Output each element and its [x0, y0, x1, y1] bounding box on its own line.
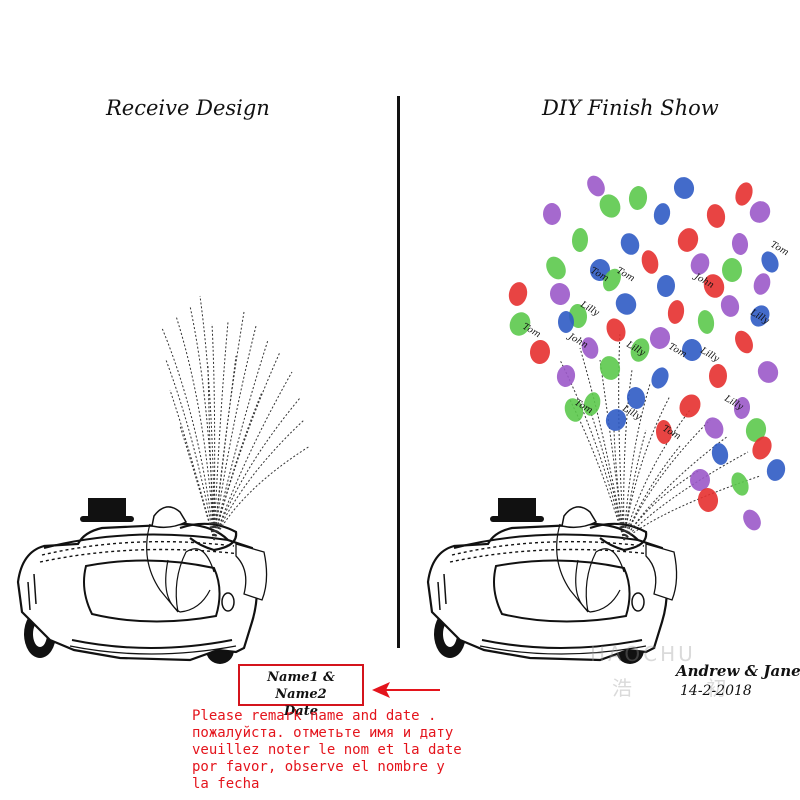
red-arrow: [372, 682, 440, 698]
fingerprint: [697, 310, 715, 334]
fingerprint: [641, 250, 659, 274]
fingerprint: [549, 283, 571, 305]
fingerprint: [703, 274, 725, 298]
fingerprint: [689, 469, 711, 491]
fingerprint: [583, 392, 601, 416]
fingerprint: [630, 338, 650, 362]
name-box-names: Name1 & Name2: [267, 670, 335, 702]
fingerprint: [651, 367, 669, 389]
fingerprint: [558, 311, 574, 333]
fingerprint: [653, 203, 671, 225]
fingerprint: [721, 258, 743, 282]
fingerprint: [603, 268, 621, 292]
fingerprint: [556, 365, 576, 387]
fingerprint: [757, 361, 779, 383]
instruction-line-es-2: la fecha: [192, 776, 260, 792]
fingerprint: [673, 177, 695, 199]
fingerprint: [581, 337, 599, 359]
fingerprint: [731, 233, 749, 255]
fingerprint-name: Lilly: [698, 345, 722, 364]
fingerprint: [564, 398, 584, 422]
fingerprint: [753, 273, 771, 295]
fingerprint: [620, 233, 640, 255]
fingerprint: [508, 282, 528, 306]
fingerprint: [704, 417, 724, 439]
fingerprint: [542, 203, 562, 225]
fingerprint: [655, 420, 673, 444]
fingerprint-name: John: [691, 271, 716, 291]
fingerprint: [587, 175, 605, 197]
name-box-date: Date: [284, 704, 318, 719]
fingerprint: [711, 443, 729, 465]
fingerprint: [679, 394, 701, 418]
fingerprint: [720, 295, 740, 317]
watermark-chinese: 浩 初: [612, 676, 761, 700]
fingerprint: [589, 259, 611, 281]
couple-names: Andrew & Jane: [676, 662, 800, 680]
fingerprint: [546, 256, 566, 280]
instruction-line-fr: veuillez noter le nom et la date: [192, 742, 462, 758]
fingerprint-name: Tom: [521, 322, 543, 340]
fingerprint: [733, 397, 751, 419]
fingerprint: [681, 339, 703, 361]
car-illustration-left: [16, 295, 311, 666]
fingerprint: [743, 509, 761, 531]
fingerprint: [667, 300, 685, 324]
center-divider: [397, 96, 400, 648]
fingerprint: [750, 305, 770, 327]
fingerprint: [529, 340, 551, 364]
car-illustration-right: [426, 331, 761, 666]
fingerprint: [571, 228, 589, 252]
fingerprint: [749, 201, 771, 223]
fingerprint: [745, 418, 767, 442]
fingerprint: [697, 488, 719, 512]
instructions-text: Please remark name and date . пожалуйста…: [192, 708, 462, 793]
fingerprint: [735, 330, 753, 354]
wedding-date: 14-2-2018: [680, 683, 752, 699]
fingerprint: [626, 387, 646, 409]
instruction-line-es-1: por favor, observe el nombre y: [192, 759, 445, 775]
watermark-latin: HAOCHU: [590, 642, 696, 666]
fingerprint: [731, 472, 749, 496]
fingerprint: [656, 275, 676, 297]
fingerprint: [599, 356, 621, 380]
left-heading: Receive Design: [106, 96, 270, 120]
instruction-line-ru: пожалуйста. отметьте имя и дату: [192, 725, 454, 741]
fingerprint: [509, 312, 531, 336]
fingerprint: [606, 318, 626, 342]
fingerprint-name: John: [565, 331, 590, 351]
fingerprint: [708, 364, 728, 388]
fingerprint: [599, 194, 621, 218]
fingerprint: [766, 459, 786, 481]
fingerprint: [615, 293, 637, 315]
fingerprint: [706, 204, 726, 228]
right-heading: DIY Finish Show: [542, 96, 719, 120]
fingerprint: [605, 409, 627, 431]
name-date-box: Name1 & Name2 Date: [238, 664, 364, 719]
instruction-line-en: Please remark name and date .: [192, 708, 437, 724]
fingerprint: [761, 251, 779, 273]
fingerprint: [628, 186, 648, 210]
fingerprint: [649, 327, 671, 349]
fingerprint: [735, 182, 753, 206]
fingerprint: [690, 253, 710, 275]
fingerprint: [752, 436, 772, 460]
fingerprint: [677, 228, 699, 252]
